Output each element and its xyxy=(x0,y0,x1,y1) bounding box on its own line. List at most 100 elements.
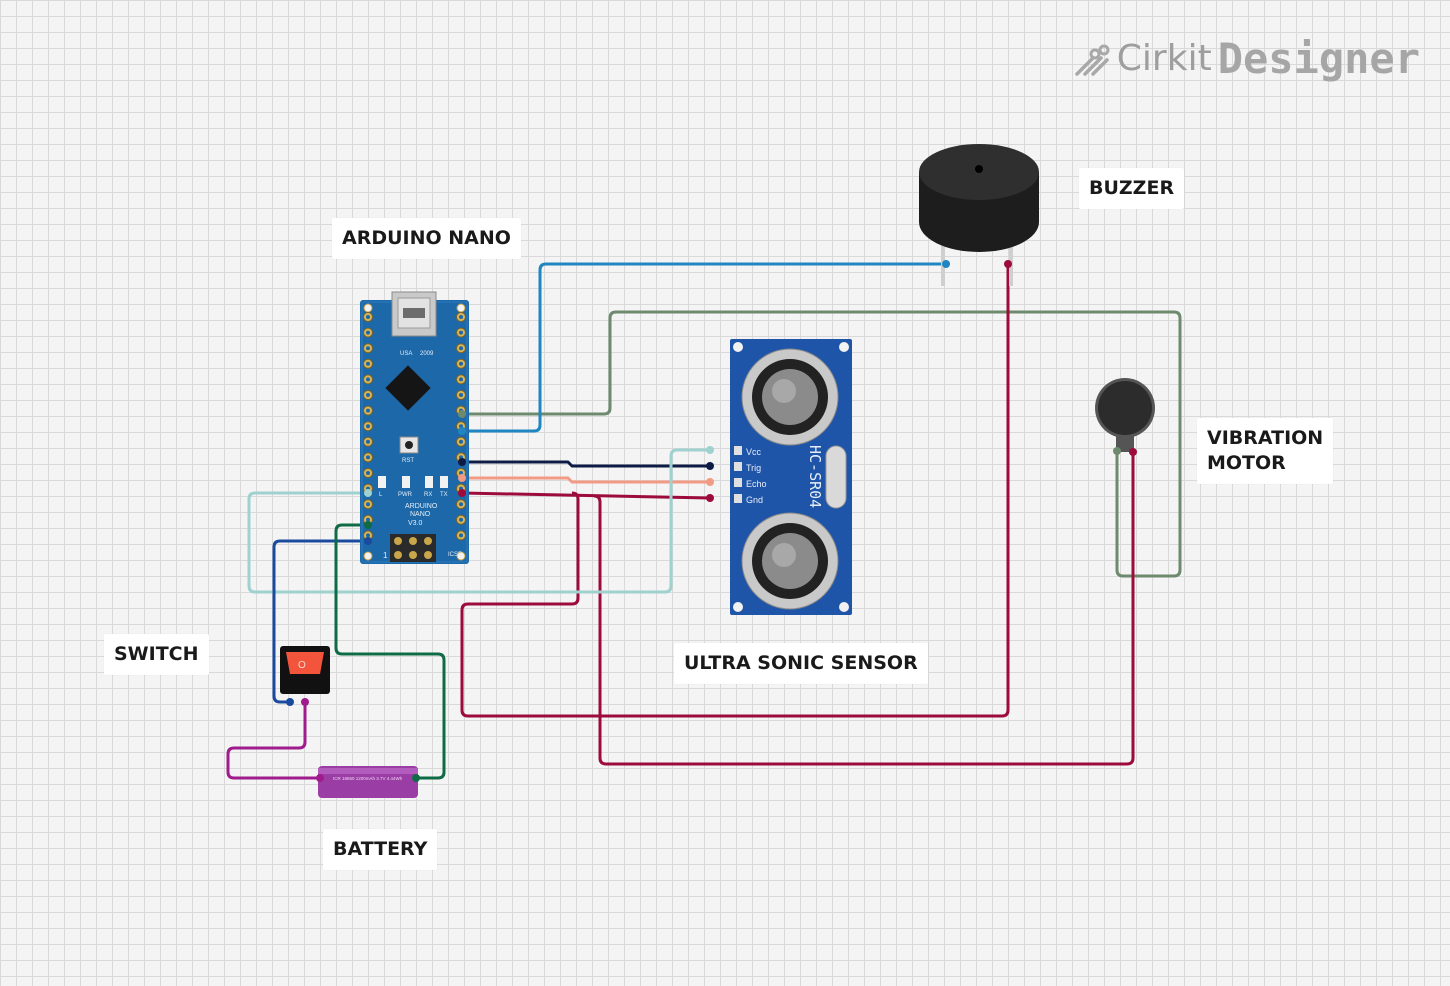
pin-dot-19[interactable] xyxy=(316,774,324,782)
led-label-l: L xyxy=(379,492,383,498)
pin-dot-4[interactable] xyxy=(458,474,466,482)
icsp-header xyxy=(390,534,436,562)
pin-dot-12[interactable] xyxy=(706,494,714,502)
wire-d5-to-vibration-motor[interactable] xyxy=(462,310,1182,578)
pin-dot-10[interactable] xyxy=(706,462,714,470)
nano-left-pin-3-hole xyxy=(366,346,370,351)
brand-name: Cirkit xyxy=(1116,38,1212,79)
led-label-pwr: PWR xyxy=(398,492,413,498)
wire-gnd-to-sensor[interactable] xyxy=(461,491,711,500)
nano-right-pin-5-hole xyxy=(459,377,463,382)
nano-left-pin-6-hole xyxy=(366,393,370,397)
nano-left-pin-13-hole xyxy=(366,502,370,507)
battery-print-text: ICR 18650 1200mAh 3.7V 4.44Wh xyxy=(333,776,403,781)
ultrasonic-transducer-bottom xyxy=(741,512,839,610)
nano-leds xyxy=(378,476,448,488)
pin-dot-18[interactable] xyxy=(301,698,309,706)
nano-board-text: ARDUINO xyxy=(405,503,438,510)
wire-5v-to-vcc[interactable] xyxy=(247,448,710,594)
sensor-pin-label-echo: Echo xyxy=(746,479,767,489)
nano-right-pin-15-hole xyxy=(459,533,463,538)
arduino-nano-board[interactable]: RST L PWR RX TX ARDUINO NANO V3.0 USA 20… xyxy=(360,291,469,564)
nano-version-text: V3.0 xyxy=(408,520,423,527)
nano-pcb xyxy=(360,300,469,564)
nano-left-pin-8-hole xyxy=(366,424,370,429)
nano-right-pin-14-hole xyxy=(459,517,463,522)
rocker-switch[interactable]: O xyxy=(280,646,330,694)
pin-dot-2[interactable] xyxy=(458,427,466,435)
wire-gnd-to-battery[interactable] xyxy=(334,523,446,780)
pin-dot-5[interactable] xyxy=(458,489,466,497)
pin-connection-dots xyxy=(286,260,1137,782)
wire-d3-to-trig[interactable] xyxy=(462,460,710,468)
battery-18650[interactable]: ICR 18650 1200mAh 3.7V 4.44Wh xyxy=(318,766,418,798)
crystal-oscillator xyxy=(825,445,847,509)
nano-right-pin-6-hole xyxy=(459,393,463,397)
nano-usa-text: USA xyxy=(400,351,412,357)
wire-gnd-to-buzzer[interactable] xyxy=(460,264,1010,718)
sensor-pin-label-vcc: Vcc xyxy=(746,447,762,457)
pin-dot-17[interactable] xyxy=(286,698,294,706)
led-label-rx: RX xyxy=(424,492,432,498)
pin-dot-6[interactable] xyxy=(364,489,372,497)
wire-d2-to-echo[interactable] xyxy=(462,476,710,484)
nano-right-pin-1-hole xyxy=(459,315,463,319)
pin-dot-14[interactable] xyxy=(1004,260,1012,268)
vibration-motor-label-line1: VIBRATION xyxy=(1207,427,1324,449)
pin-one-text: 1 xyxy=(383,551,388,560)
ultrasonic-sensor[interactable]: HC-SR04 Vcc Trig Echo Gnd xyxy=(730,339,852,615)
pin-dot-3[interactable] xyxy=(458,458,466,466)
pin-dot-7[interactable] xyxy=(364,521,372,529)
nano-right-pin-2-hole xyxy=(459,330,463,335)
nano-right-pin-9-hole xyxy=(459,439,463,444)
arduino-nano-label: ARDUINO NANO xyxy=(332,218,521,259)
nano-right-pin-13-hole xyxy=(459,502,463,507)
ultrasonic-sensor-label: ULTRA SONIC SENSOR xyxy=(674,643,928,684)
battery-label: BATTERY xyxy=(323,829,438,870)
nano-left-pin-9-hole xyxy=(366,439,370,444)
nano-right-pin-4-hole xyxy=(459,361,463,366)
nano-left-pin-4-hole xyxy=(366,361,370,366)
pin-dot-15[interactable] xyxy=(1113,447,1121,455)
nano-pin-header-left xyxy=(363,312,373,541)
switch-mark-text: O xyxy=(298,660,306,671)
sensor-pin-label-trig: Trig xyxy=(746,463,761,473)
sensor-model-text: HC-SR04 xyxy=(806,445,824,508)
wire-d4-to-buzzer[interactable] xyxy=(462,262,946,433)
nano-left-pin-11-hole xyxy=(366,471,370,475)
nano-left-pin-15-hole xyxy=(366,533,370,538)
wire-switch-to-battery[interactable] xyxy=(226,702,320,780)
switch-rocker xyxy=(286,652,324,674)
pin-dot-11[interactable] xyxy=(706,478,714,486)
brand-product: Designer xyxy=(1217,34,1420,83)
rst-text: RST xyxy=(402,458,414,464)
pin-dot-9[interactable] xyxy=(706,446,714,454)
buzzer[interactable] xyxy=(919,144,1039,286)
pin-dot-1[interactable] xyxy=(458,410,466,418)
sensor-pin-label-gnd: Gnd xyxy=(746,495,763,505)
wire-vin-to-switch[interactable] xyxy=(272,539,368,704)
pin-dot-20[interactable] xyxy=(412,774,420,782)
vibration-motor[interactable] xyxy=(1095,378,1155,452)
vibration-motor-label-line2: MOTOR xyxy=(1207,452,1286,474)
ultrasonic-transducer-top xyxy=(741,348,839,446)
pin-dot-16[interactable] xyxy=(1129,448,1137,456)
switch-label: SWITCH xyxy=(104,634,209,675)
nano-name-text: NANO xyxy=(410,511,431,518)
nano-pin-header-right xyxy=(456,312,466,541)
pin-dot-13[interactable] xyxy=(942,260,950,268)
motor-disc xyxy=(1098,381,1152,435)
nano-left-pin-7-hole xyxy=(366,408,370,413)
brand-watermark: Cirkit Designer xyxy=(1073,34,1420,83)
vibration-motor-label: VIBRATION MOTOR xyxy=(1197,418,1334,484)
nano-right-pin-3-hole xyxy=(459,346,463,351)
icsp-text: ICSP xyxy=(448,552,462,558)
nano-left-pin-2-hole xyxy=(366,330,370,335)
nano-left-pin-14-hole xyxy=(366,517,370,522)
cirkit-logo-icon xyxy=(1075,44,1110,76)
pin-dot-8[interactable] xyxy=(364,537,372,545)
nano-left-pin-1-hole xyxy=(366,315,370,319)
wires xyxy=(226,262,1182,780)
wire-gnd-to-vibration-motor[interactable] xyxy=(593,452,1135,766)
